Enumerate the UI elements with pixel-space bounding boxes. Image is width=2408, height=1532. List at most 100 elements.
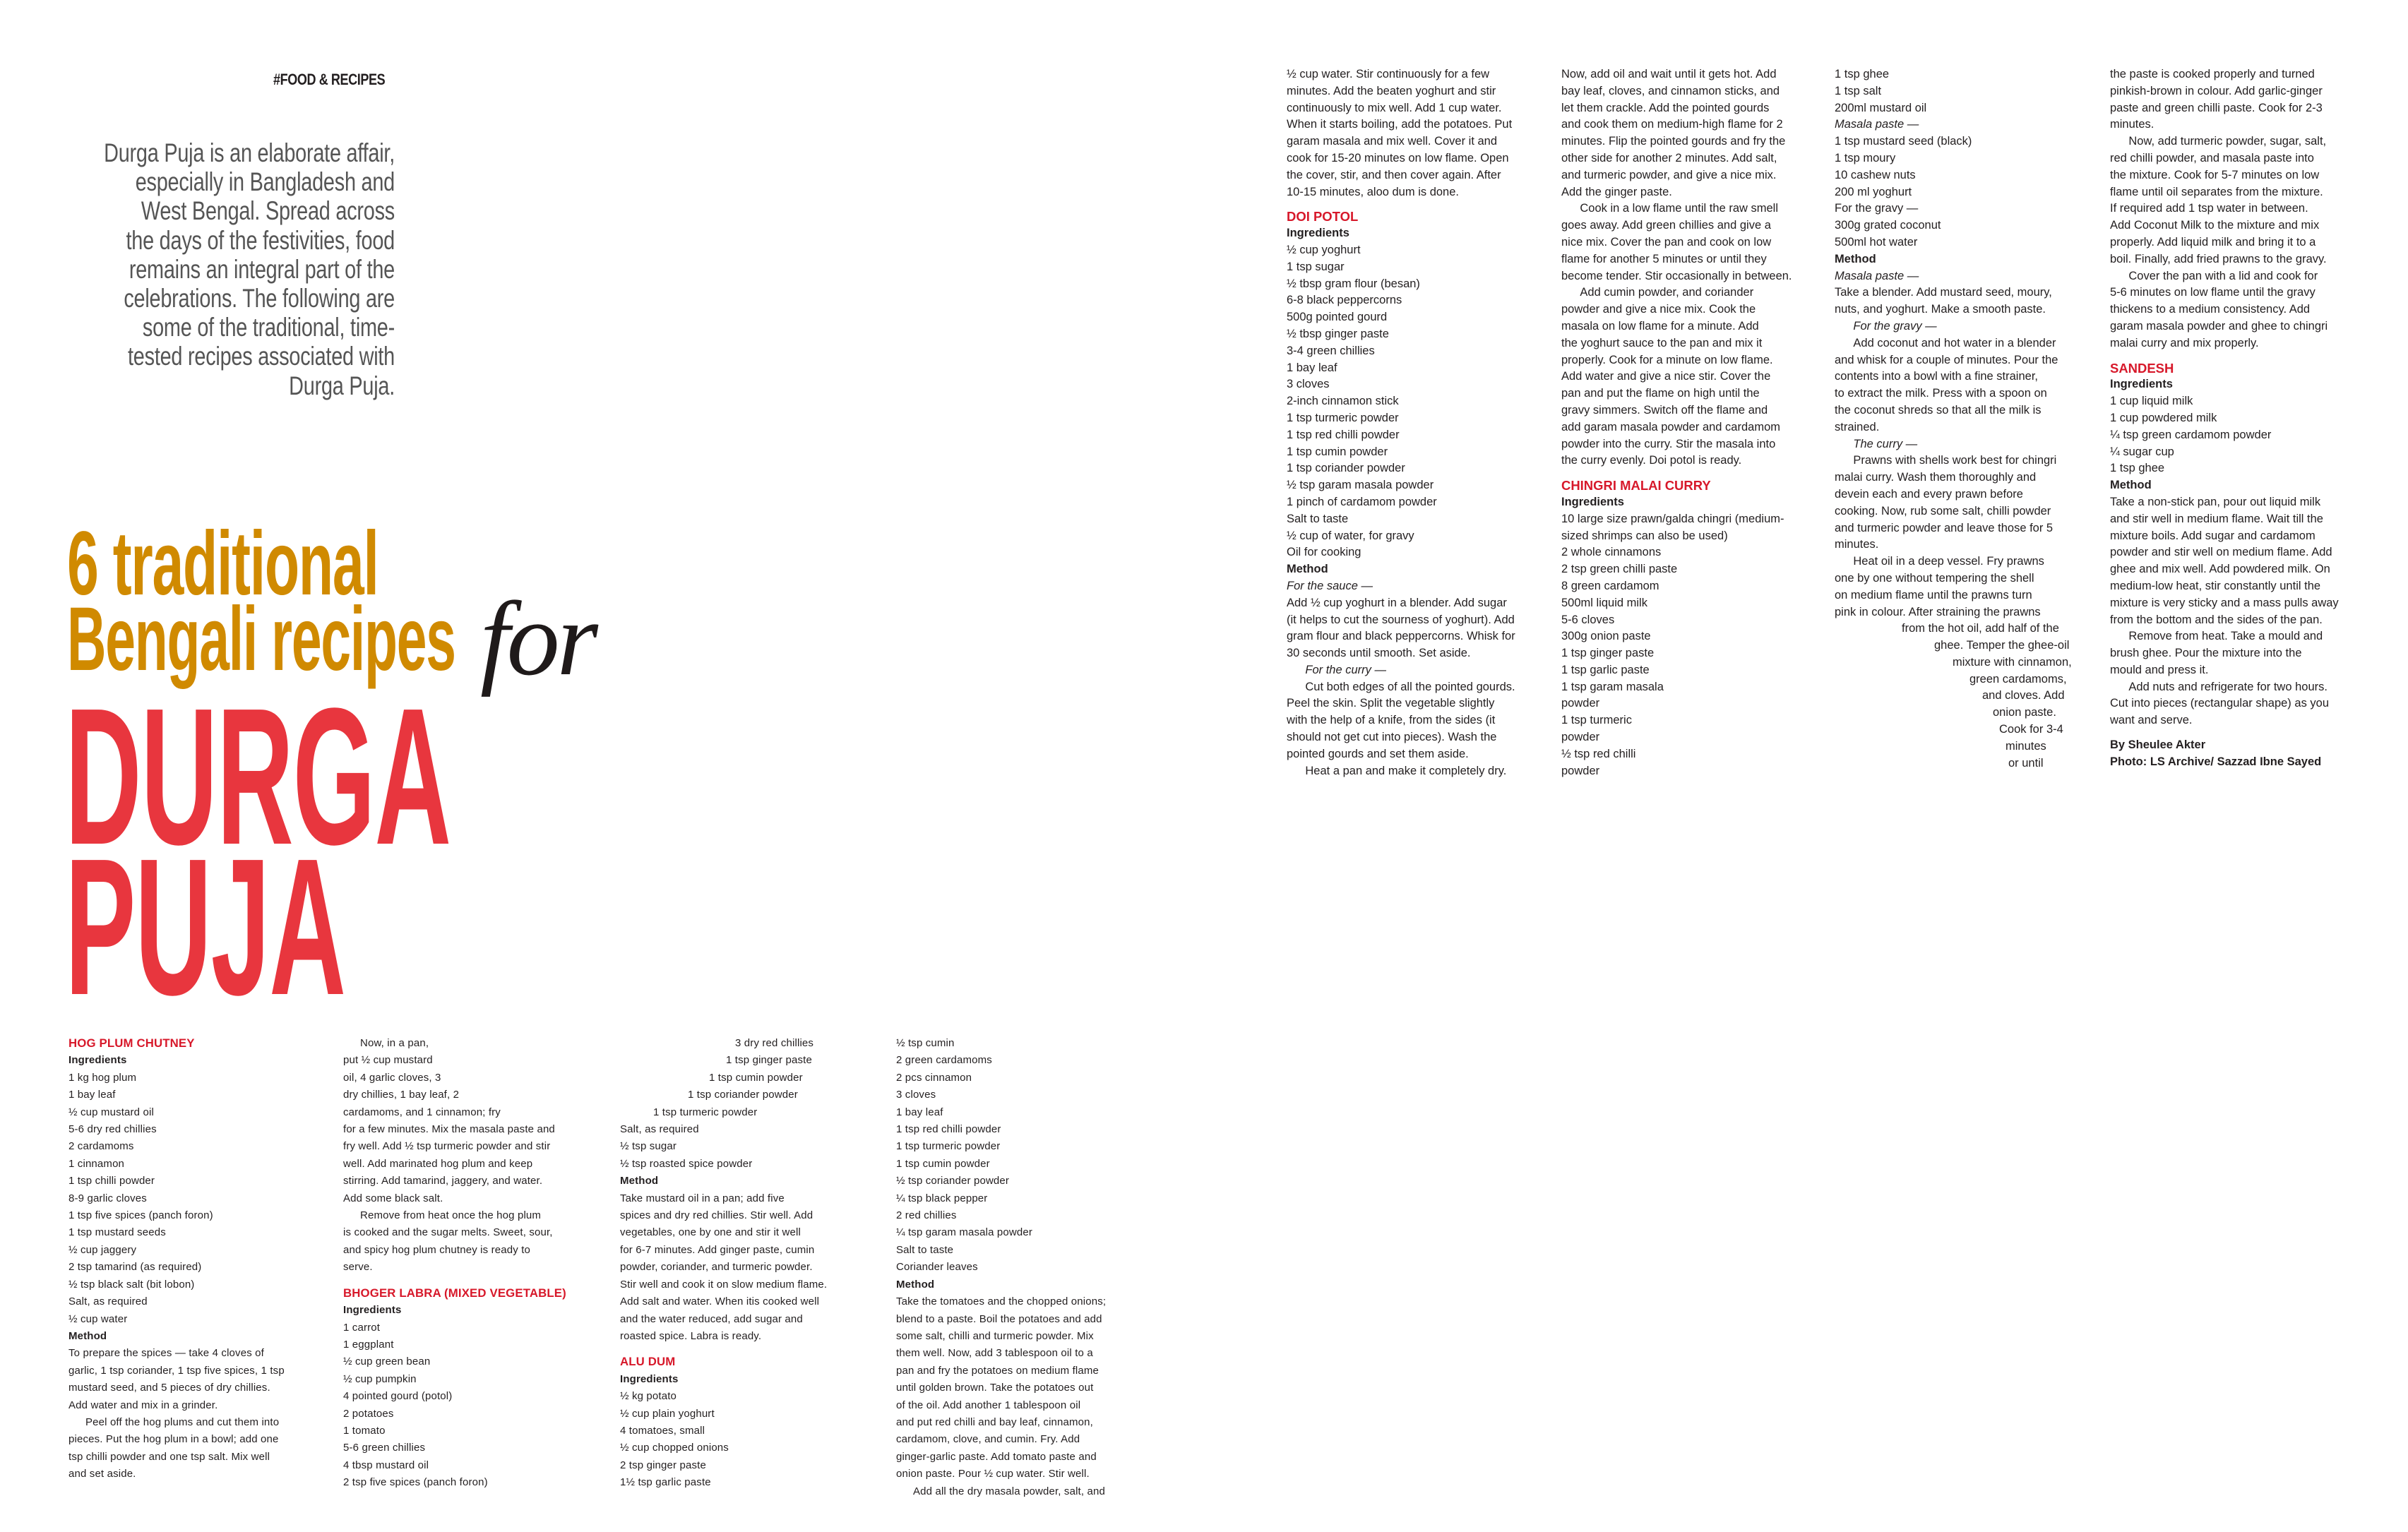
text-line: and set aside. xyxy=(68,1468,136,1480)
text-line: ¼ tsp black pepper xyxy=(896,1192,988,1204)
recipe-heading: ALU DUM xyxy=(620,1355,676,1369)
intro-paragraph: Durga Puja is an elaborate affair, espec… xyxy=(64,138,395,400)
text-line: 2 green cardamoms xyxy=(896,1054,992,1067)
text-line: 1 carrot xyxy=(343,1321,381,1334)
intro-line: Durga Puja. xyxy=(289,371,395,400)
text-line: minutes. xyxy=(1835,538,1879,551)
section-label: Ingredients xyxy=(620,1372,679,1385)
text-line: powder xyxy=(1561,697,1600,710)
text-line: become tender. Stir occasionally in betw… xyxy=(1561,269,1792,282)
text-line: Add ½ cup yoghurt in a blender. Add suga… xyxy=(1287,596,1507,609)
text-line: on medium flame until the prawns turn xyxy=(1835,588,2032,602)
text-line: ½ kg potato xyxy=(620,1390,677,1403)
text-line: cardamom, clove, and cumin. Fry. Add xyxy=(896,1433,1080,1446)
text-line: 500ml hot water xyxy=(1835,235,1918,249)
text-line: Oil for cooking xyxy=(1287,546,1361,559)
text-line: 2 red chillies xyxy=(896,1209,957,1222)
text-line: 5-6 minutes on low flame until the gravy xyxy=(2110,286,2315,299)
text-line: 1 tsp turmeric powder xyxy=(653,1106,758,1118)
text-line: If required add 1 tsp water in between. xyxy=(2110,202,2308,215)
text-line: powder xyxy=(1561,764,1600,777)
text-line: the paste is cooked properly and turned xyxy=(2110,68,2315,80)
text-line: 1 tsp turmeric xyxy=(1561,714,1632,727)
text-line: 1 tsp coriander powder xyxy=(688,1089,798,1101)
paragraph-line: Prawns with shells work best for chingri xyxy=(1853,454,2057,467)
recipe-heading: DOI POTOL xyxy=(1287,209,1359,225)
text-line: flame for another 5 minutes or until the… xyxy=(1561,252,1767,265)
text-line: ½ tsp red chilli xyxy=(1561,747,1636,760)
text-line: flame until oil separates from the mixtu… xyxy=(2110,185,2323,198)
text-line: ½ cup water xyxy=(68,1312,128,1325)
text-line: ½ tbsp ginger paste xyxy=(1287,327,1389,340)
text-line: strained. xyxy=(1835,420,1880,433)
text-line: 2 pcs cinnamon xyxy=(896,1071,972,1084)
text-line: continuously to mix well. Add 1 cup wate… xyxy=(1287,101,1502,114)
text-line: and whisk for a couple of minutes. Pour … xyxy=(1835,353,2058,366)
text-line: minutes. Flip the pointed gourds and fry… xyxy=(1561,135,1786,148)
text-line: 1 tsp garam masala xyxy=(1561,680,1664,693)
text-line: mould and press it. xyxy=(2110,663,2209,676)
text-line: malai curry and mix properly. xyxy=(2110,336,2259,349)
paragraph-line: Add nuts and refrigerate for two hours. xyxy=(2128,680,2327,693)
text-line: pan and put the flame on high until the xyxy=(1561,387,1760,400)
text-line: ½ tsp sugar xyxy=(620,1140,677,1153)
paragraph-line: Cook in a low flame until the raw smell xyxy=(1580,202,1779,215)
text-line: 1 tsp cumin powder xyxy=(709,1071,803,1084)
subheading: Masala paste — xyxy=(1835,118,1919,131)
text-line: pieces. Put the hog plum in a bowl; add … xyxy=(68,1433,279,1446)
text-line: 1 tsp sugar xyxy=(1287,260,1345,273)
text-line: until golden brown. Take the potatoes ou… xyxy=(896,1382,1094,1394)
text-line: 2 cardamoms xyxy=(68,1140,134,1153)
text-line: 1 bay leaf xyxy=(1287,361,1337,374)
paragraph-line: Add cumin powder, and coriander xyxy=(1580,286,1754,299)
text-line: for 6-7 minutes. Add ginger paste, cumin xyxy=(620,1243,815,1256)
text-line: 1 tsp red chilli powder xyxy=(1287,428,1400,441)
text-line: the yoghurt sauce to the pan and mix it xyxy=(1561,336,1763,349)
text-line: 1 tsp garlic paste xyxy=(1561,663,1650,676)
section-label: Ingredients xyxy=(2110,378,2173,391)
spacer xyxy=(620,1345,827,1353)
paragraph-line: Now, in a pan, xyxy=(360,1037,429,1049)
text-line: 1 tsp ginger paste xyxy=(1561,647,1655,660)
text-line: 2 tsp green chilli paste xyxy=(1561,563,1678,576)
text-line: Stir well and cook it on slow medium fla… xyxy=(620,1278,828,1291)
text-line: Take a non-stick pan, pour out liquid mi… xyxy=(2110,495,2321,508)
paragraph-line: Heat oil in a deep vessel. Fry prawns xyxy=(1853,555,2044,568)
text-line: Now, add oil and wait until it gets hot.… xyxy=(1561,68,1777,80)
text-line: bay leaf, cloves, and cinnamon sticks, a… xyxy=(1561,84,1780,97)
text-line: garam masala and mix well. Cover it and xyxy=(1287,135,1498,148)
text-line: 8 green cardamom xyxy=(1561,579,1659,592)
text-line: Add some black salt. xyxy=(343,1192,443,1204)
text-line: blend to a paste. Boil the potatoes and … xyxy=(896,1312,1102,1325)
text-line: sized shrimps can also be used) xyxy=(1561,529,1728,542)
text-line: minutes. xyxy=(2110,118,2154,131)
text-line: the curry evenly. Doi potol is ready. xyxy=(1561,454,1742,467)
text-line: 200ml mustard oil xyxy=(1835,101,1927,114)
text-line: gravy simmers. Switch off the flame and xyxy=(1561,403,1768,417)
text-line: and put red chilli and bay leaf, cinnamo… xyxy=(896,1416,1093,1428)
text-line: 1 tsp turmeric powder xyxy=(896,1140,1001,1153)
text-line: mixture boils. Add sugar and cardamom xyxy=(2110,529,2315,542)
text-line: ginger-garlic paste. Add tomato paste an… xyxy=(896,1450,1097,1463)
text-line: ½ cup jaggery xyxy=(68,1243,137,1256)
paragraph-line: Peel off the hog plums and cut them into xyxy=(85,1416,280,1428)
headline-script-word: for xyxy=(480,580,598,698)
recipe-heading: HOG PLUM CHUTNEY xyxy=(68,1036,195,1050)
text-line: ½ tsp roasted spice powder xyxy=(620,1157,753,1170)
text-line: some salt, chilli and turmeric powder. M… xyxy=(896,1329,1094,1342)
text-line: ½ cup chopped onions xyxy=(620,1442,729,1454)
text-line: cardamoms, and 1 cinnamon; fry xyxy=(343,1106,501,1118)
text-line: ¼ tsp garam masala powder xyxy=(896,1226,1033,1239)
text-line: 200 ml yoghurt xyxy=(1835,185,1912,198)
text-line: 500g pointed gourd xyxy=(1287,311,1388,324)
text-line: thickens to a medium consistency. Add xyxy=(2110,303,2311,316)
text-line: 1 tomato xyxy=(343,1424,386,1437)
text-line: 1 cup powdered milk xyxy=(2110,411,2217,424)
text-line: 5-6 dry red chillies xyxy=(68,1123,157,1136)
text-line: Cook for 3-4 xyxy=(1999,723,2063,736)
intro-line: remains an integral part of the xyxy=(129,254,395,284)
text-line: pink in colour. After straining the praw… xyxy=(1835,605,2041,618)
